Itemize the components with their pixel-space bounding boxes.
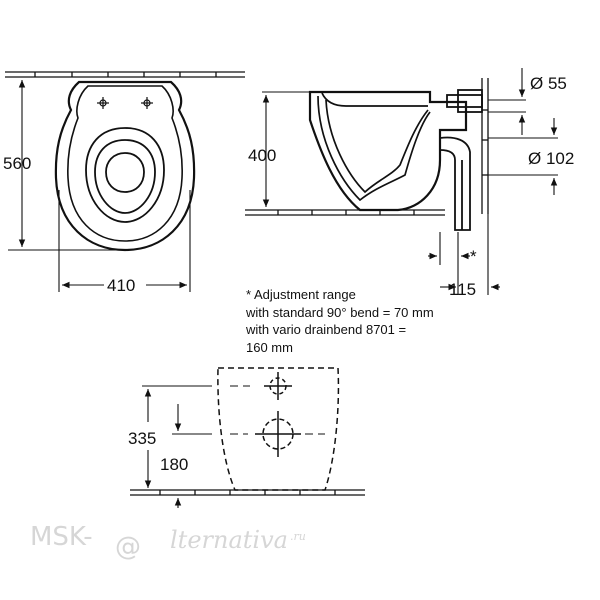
dimension-outlet-offset-115 bbox=[428, 214, 500, 295]
note-line-2: with standard 90° bend = 70 mm bbox=[246, 304, 434, 320]
dimension-inlet-55 bbox=[488, 68, 526, 135]
dimension-width-410 bbox=[58, 190, 191, 292]
note-line-4: 160 mm bbox=[246, 339, 293, 355]
dimension-rear-180 bbox=[172, 404, 212, 508]
inlet-pipe bbox=[446, 89, 483, 113]
hinge-mark-left bbox=[97, 97, 109, 109]
watermark-at-symbol: @ bbox=[115, 532, 141, 562]
rear-view: 335 180 bbox=[128, 367, 365, 508]
label-400: 400 bbox=[248, 146, 276, 165]
watermark: MSK- @ lternativa .ru bbox=[30, 522, 306, 562]
bowl-side-outline bbox=[308, 90, 468, 212]
dimension-height-400 bbox=[245, 91, 310, 211]
label-adjustment-star: * bbox=[470, 247, 477, 266]
watermark-prefix: MSK- bbox=[30, 522, 93, 552]
wall-top-view bbox=[5, 71, 245, 78]
rear-hole-lower bbox=[255, 411, 301, 457]
label-115: 115 bbox=[449, 280, 476, 299]
pan-rear-outline bbox=[217, 367, 340, 491]
dimension-rear-335 bbox=[142, 385, 212, 488]
label-180: 180 bbox=[160, 455, 188, 474]
floor-side-view bbox=[245, 209, 445, 216]
watermark-suffix: lternativa bbox=[170, 526, 288, 554]
dimension-height-560 bbox=[8, 76, 118, 251]
side-view: 400 Ø 55 Ø 102 * 115 bbox=[245, 68, 574, 299]
seat-opening bbox=[85, 127, 165, 223]
bowl-top-rim bbox=[67, 85, 183, 242]
rear-centerlines bbox=[230, 385, 325, 435]
hinge-mark-right bbox=[141, 97, 153, 109]
label-410: 410 bbox=[107, 276, 135, 295]
note-line-3: with vario drainbend 8701 = bbox=[246, 322, 407, 337]
watermark-domain: .ru bbox=[290, 530, 306, 543]
bowl-side-inner bbox=[317, 92, 431, 202]
label-diameter-102: Ø 102 bbox=[528, 149, 574, 168]
adjustment-note: * Adjustment range with standard 90° ben… bbox=[246, 286, 506, 356]
dimension-outlet-102 bbox=[488, 118, 558, 195]
rear-hole-upper bbox=[264, 372, 292, 400]
label-335: 335 bbox=[128, 429, 156, 448]
note-line-1: * Adjustment range bbox=[246, 287, 356, 302]
outlet-pipe bbox=[439, 136, 471, 231]
label-diameter-55: Ø 55 bbox=[530, 74, 567, 93]
label-560: 560 bbox=[3, 154, 31, 173]
top-view: 560 410 bbox=[3, 71, 245, 295]
bowl-top-outline bbox=[54, 80, 196, 252]
